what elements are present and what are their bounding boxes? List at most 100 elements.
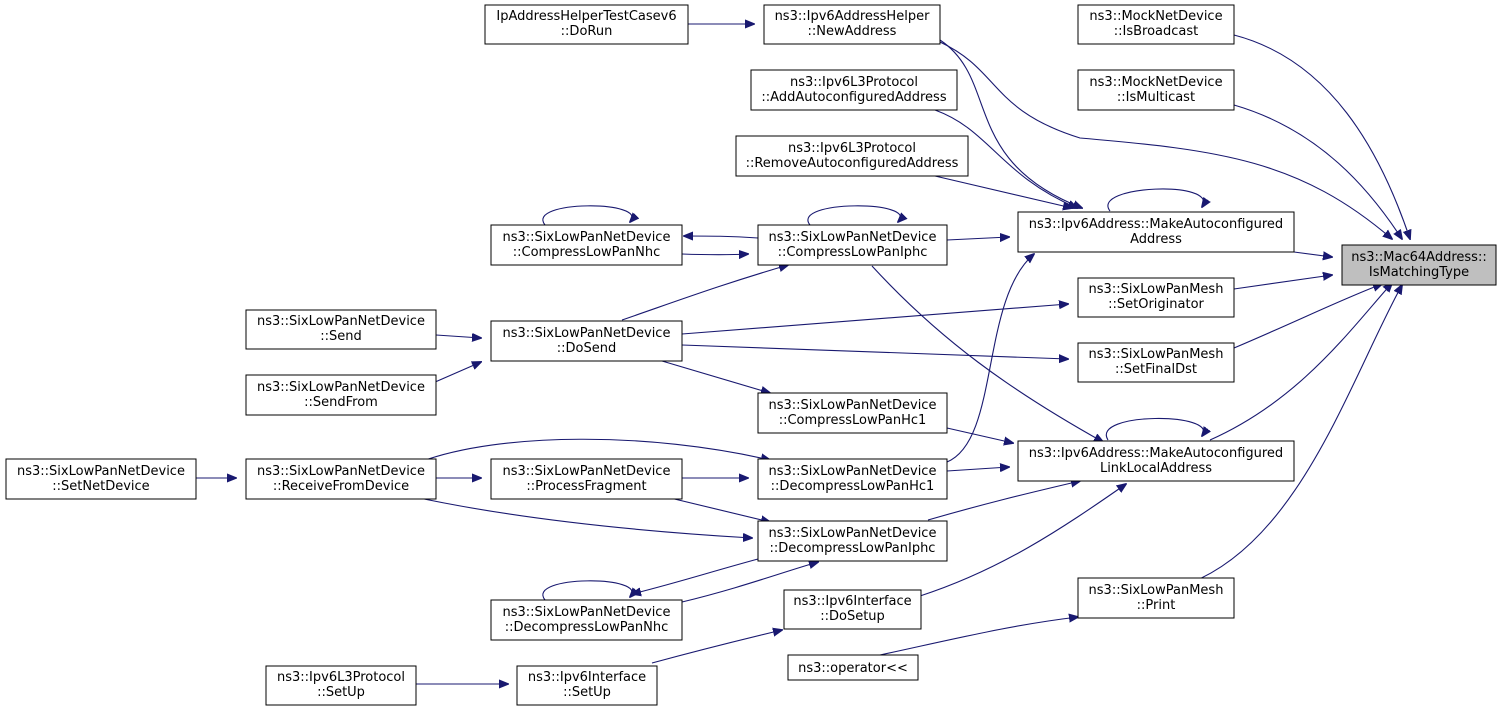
edge-decompressnhc-to-decompressiphc <box>681 562 818 603</box>
node-sixlowpannetdevice-decompresslowpanhc1[interactable]: ns3::SixLowPanNetDevice ::DecompressLowP… <box>757 458 948 500</box>
node-ipaddresshelpertestcasev6-dorun[interactable]: IpAddressHelperTestCasev6 ::DoRun <box>484 4 689 45</box>
node-label-line1: IpAddressHelperTestCasev6 <box>496 9 676 24</box>
node-label-line2: ::SetUp <box>563 685 611 700</box>
node-mocknetdevice-isbroadcast[interactable]: ns3::MockNetDevice ::IsBroadcast <box>1077 4 1235 45</box>
node-label-line1: ns3::Ipv6Address::MakeAutoconfigured <box>1029 446 1283 461</box>
node-label-line1: ns3::Ipv6Address::MakeAutoconfigured <box>1029 217 1283 232</box>
node-label-line2: ::SendFrom <box>304 395 378 410</box>
node-sixlowpanmesh-setoriginator[interactable]: ns3::SixLowPanMesh ::SetOriginator <box>1077 277 1235 318</box>
edge-compressnhc-self-loop <box>542 205 632 226</box>
edge-newaddress-to-target <box>939 41 1392 239</box>
edge-compresshc1-to-makeautoconf-ll <box>946 427 1013 443</box>
node-label-line1: ns3::Ipv6L3Protocol <box>790 75 918 90</box>
edge-compressiphc-to-compressnhc <box>684 236 759 238</box>
node-label-line2: ::DoRun <box>561 24 613 39</box>
node-sixlowpannetdevice-compresslowpannhc[interactable]: ns3::SixLowPanNetDevice ::CompressLowPan… <box>490 224 683 266</box>
node-ipv6addresshelper-newaddress[interactable]: ns3::Ipv6AddressHelper ::NewAddress <box>763 4 941 45</box>
edge-setfinaldst-to-target <box>1233 284 1382 349</box>
edge-ismulticast-to-target <box>1233 104 1402 239</box>
node-label-line2: ::CompressLowPanHc1 <box>779 413 927 428</box>
node-label-line2: ::DecompressLowPanNhc <box>505 620 669 635</box>
node-label-line2: LinkLocalAddress <box>1100 461 1212 476</box>
node-ipv6l3protocol-addautoconfiguredaddress[interactable]: ns3::Ipv6L3Protocol ::AddAutoconfiguredA… <box>750 69 958 111</box>
node-label-line2: ::SetUp <box>317 685 365 700</box>
node-sixlowpanmesh-print[interactable]: ns3::SixLowPanMesh ::Print <box>1077 577 1235 619</box>
edge-makeautoconf-ll-self-loop <box>1105 417 1203 441</box>
node-label-line1: ns3::MockNetDevice <box>1089 75 1222 90</box>
node-label-line2: ::SetFinalDst <box>1115 362 1197 377</box>
node-label-line2: ::CompressLowPanIphc <box>778 245 928 260</box>
node-label-line2: ::RemoveAutoconfiguredAddress <box>746 156 959 171</box>
node-sixlowpannetdevice-compresslowpaniphc[interactable]: ns3::SixLowPanNetDevice ::CompressLowPan… <box>757 224 948 266</box>
edges <box>196 24 1410 684</box>
node-ipv6l3protocol-setup[interactable]: ns3::Ipv6L3Protocol ::SetUp <box>265 665 417 706</box>
edge-dosend-to-compresshc1 <box>661 360 770 393</box>
edge-compressiphc-to-makeautoconf <box>946 237 1009 240</box>
node-label-line2: ::AddAutoconfiguredAddress <box>761 90 946 105</box>
edge-setoriginator-to-target <box>1233 275 1332 290</box>
node-label-line2: ::ReceiveFromDevice <box>273 479 409 494</box>
node-label-line1: ns3::SixLowPanNetDevice <box>257 464 425 479</box>
edge-compressiphc-to-makeautoconf-ll <box>871 265 1103 442</box>
node-label-line1: ns3::SixLowPanNetDevice <box>769 464 937 479</box>
node-label-line1: ns3::SixLowPanNetDevice <box>503 230 671 245</box>
edge-dosetup-to-makeautoconf-ll <box>919 484 1126 597</box>
node-label-line1: ns3::SixLowPanNetDevice <box>503 464 671 479</box>
node-ipv6address-makeautoconfiguredlinklocaladdress[interactable]: ns3::Ipv6Address::MakeAutoconfigured Lin… <box>1017 440 1295 482</box>
node-label-line1: ns3::SixLowPanNetDevice <box>257 380 425 395</box>
edge-compressiphc-self-loop <box>807 205 901 226</box>
edge-newaddress-to-makeautoconf <box>939 39 1082 208</box>
node-ipv6interface-dosetup[interactable]: ns3::Ipv6Interface ::DoSetup <box>783 589 922 630</box>
node-sixlowpannetdevice-compresslowpanhc1[interactable]: ns3::SixLowPanNetDevice ::CompressLowPan… <box>757 392 948 434</box>
node-label-line1: ns3::SixLowPanNetDevice <box>257 314 425 329</box>
node-mac64address-ismatchingtype[interactable]: ns3::Mac64Address:: IsMatchingType <box>1341 244 1497 286</box>
node-label-line2: ::IsMulticast <box>1117 90 1195 105</box>
node-sixlowpannetdevice-decompresslowpannhc[interactable]: ns3::SixLowPanNetDevice ::DecompressLowP… <box>490 599 683 641</box>
node-sixlowpannetdevice-sendfrom[interactable]: ns3::SixLowPanNetDevice ::SendFrom <box>245 374 437 416</box>
node-ipv6l3protocol-removeautoconfiguredaddress[interactable]: ns3::Ipv6L3Protocol ::RemoveAutoconfigur… <box>735 135 969 177</box>
edge-send-to-dosend <box>435 335 481 338</box>
node-sixlowpannetdevice-receivefromdevice[interactable]: ns3::SixLowPanNetDevice ::ReceiveFromDev… <box>245 458 437 500</box>
node-label-line2: ::Send <box>320 329 362 344</box>
edge-makeautoconf-ll-to-target <box>1209 283 1392 441</box>
node-label-line2: Address <box>1130 232 1182 247</box>
node-operator-shift[interactable]: ns3::operator<< <box>787 654 919 681</box>
node-label-line1: ns3::SixLowPanNetDevice <box>769 526 937 541</box>
edge-decompressiphc-to-decompressnhc <box>632 558 759 594</box>
node-label-line1: ns3::SixLowPanNetDevice <box>503 326 671 341</box>
node-mocknetdevice-ismulticast[interactable]: ns3::MockNetDevice ::IsMulticast <box>1077 69 1235 111</box>
node-label-line2: ::SetNetDevice <box>52 479 149 494</box>
node-label-line1: ns3::SixLowPanNetDevice <box>17 464 185 479</box>
edge-receivefromdevice-to-decompresshc1 <box>419 438 770 463</box>
node-sixlowpannetdevice-dosend[interactable]: ns3::SixLowPanNetDevice ::DoSend <box>490 320 683 362</box>
node-sixlowpannetdevice-send[interactable]: ns3::SixLowPanNetDevice ::Send <box>245 309 437 350</box>
node-label-line2: ::Print <box>1137 598 1176 613</box>
node-sixlowpanmesh-setfinaldst[interactable]: ns3::SixLowPanMesh ::SetFinalDst <box>1077 342 1235 383</box>
node-label-line1: ns3::Ipv6Interface <box>528 670 646 685</box>
node-label-line2: ::ProcessFragment <box>526 479 646 494</box>
edge-decompressiphc-to-makeautoconf-ll <box>927 481 1080 521</box>
node-ipv6interface-setup[interactable]: ns3::Ipv6Interface ::SetUp <box>516 665 658 706</box>
node-label-line2: ::SetOriginator <box>1108 297 1204 312</box>
edge-compressnhc-to-compressiphc <box>681 254 748 255</box>
node-ipv6address-makeautoconfiguredaddress[interactable]: ns3::Ipv6Address::MakeAutoconfigured Add… <box>1017 211 1295 253</box>
nodes: ns3::Mac64Address:: IsMatchingType IpAdd… <box>5 4 1497 706</box>
edge-dosend-to-setfinaldst <box>681 344 1068 359</box>
edge-operator-to-print <box>879 617 1078 656</box>
edge-makeautoconf-to-target <box>1293 252 1332 257</box>
edge-receivefromdevice-to-decompressiphc <box>409 495 752 538</box>
node-label-line2: ::DoSetup <box>820 609 885 624</box>
node-label-line2: ::DecompressLowPanHc1 <box>771 479 935 494</box>
edge-processfragment-to-decompressiphc <box>661 495 770 522</box>
edge-removeautoconf-to-makeautoconf <box>934 175 1072 208</box>
node-label-line2: ::DoSend <box>557 341 616 356</box>
node-label-line1: ns3::Ipv6L3Protocol <box>277 670 405 685</box>
node-sixlowpannetdevice-decompresslowpaniphc[interactable]: ns3::SixLowPanNetDevice ::DecompressLowP… <box>757 520 948 562</box>
node-sixlowpannetdevice-setnetdevice[interactable]: ns3::SixLowPanNetDevice ::SetNetDevice <box>5 458 197 500</box>
node-label-line1: ns3::operator<< <box>798 661 908 676</box>
node-sixlowpannetdevice-processfragment[interactable]: ns3::SixLowPanNetDevice ::ProcessFragmen… <box>490 458 683 500</box>
edge-isbroadcast-to-target <box>1233 34 1410 239</box>
edge-makeautoconf-self-loop <box>1107 188 1204 212</box>
node-label-line1: ns3::Mac64Address:: <box>1351 250 1486 265</box>
